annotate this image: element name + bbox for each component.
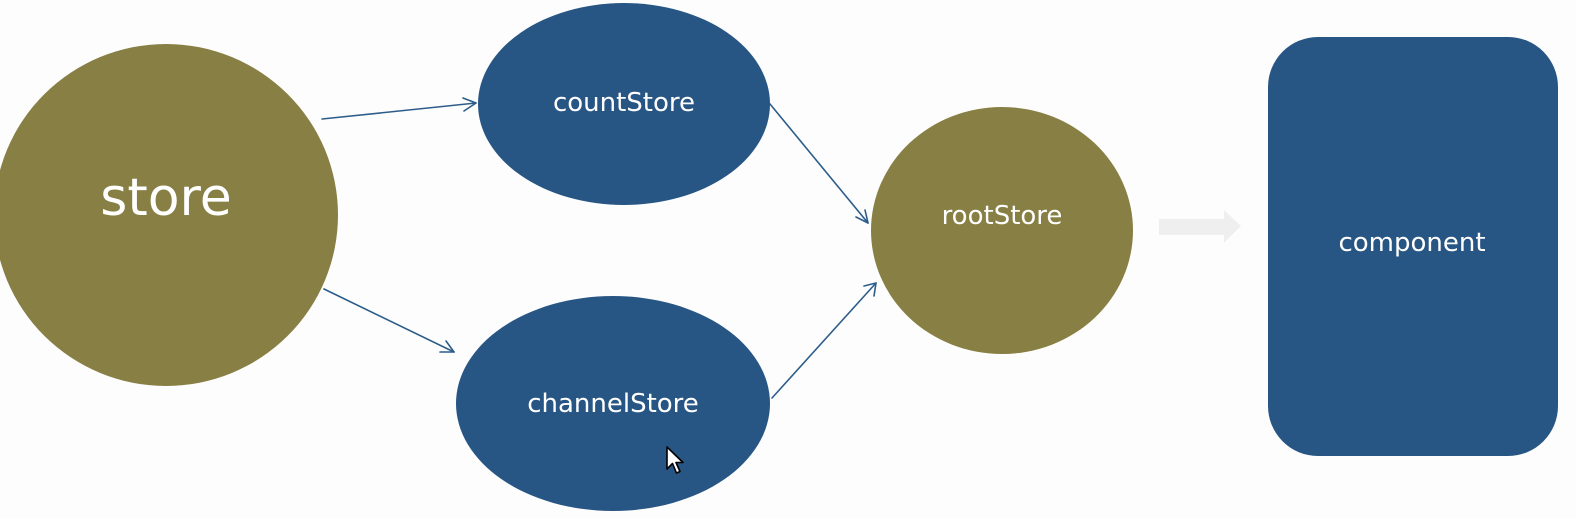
node-store-label: store [100, 168, 232, 228]
node-component: component [1268, 37, 1558, 456]
node-store: store [0, 44, 338, 386]
node-count-store: countStore [478, 3, 770, 205]
node-root-store: rootStore [871, 107, 1133, 354]
node-root-store-label: rootStore [941, 200, 1063, 231]
node-component-label: component [1338, 227, 1486, 258]
edge-store-to-channelstore [323, 288, 455, 353]
node-channel-store: channelStore [456, 296, 770, 511]
node-count-store-label: countStore [552, 88, 696, 118]
node-channel-store-label: channelStore [527, 388, 699, 419]
edge-countstore-to-rootstore [769, 103, 869, 224]
edge-store-to-countstore [321, 97, 477, 120]
flow-arrow-icon [1159, 210, 1241, 243]
edge-channelstore-to-rootstore [771, 282, 877, 399]
mouse-cursor-icon [666, 446, 684, 474]
